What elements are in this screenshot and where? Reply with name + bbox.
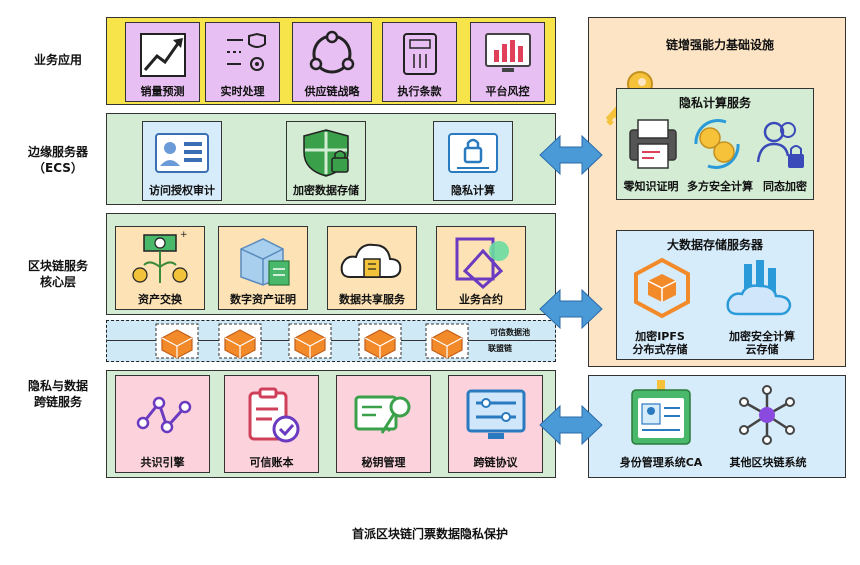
chain-node-icon	[155, 323, 199, 359]
hub-network-icon[interactable]	[734, 382, 800, 448]
app-card-label: 平台风控	[485, 85, 530, 98]
clipboard-check-icon	[248, 387, 299, 443]
key-document-icon	[354, 395, 410, 434]
chain-label-consortium: 联盟链	[488, 344, 512, 353]
ipfs-cube-icon[interactable]	[630, 256, 694, 320]
ecs-card-encrypted-storage[interactable]: 加密数据存储	[286, 121, 366, 201]
storage-item-cloud: 加密安全计算 云存储	[729, 330, 795, 356]
double-arrow-icon	[539, 134, 603, 176]
double-arrow-icon	[539, 288, 603, 330]
core-card-asset-exchange[interactable]: + 资产交换	[115, 226, 205, 310]
ecs-card-label: 访问授权审计	[149, 184, 215, 197]
trend-chart-icon	[139, 33, 186, 77]
ecs-card-access-audit[interactable]: 访问授权审计	[142, 121, 222, 201]
app-card-label: 实时处理	[220, 85, 265, 98]
app-card-label: 供应链战略	[304, 85, 360, 98]
privacy-title: 隐私计算服务	[678, 96, 751, 110]
ca-label: 身份管理系统CA	[619, 456, 703, 469]
cloud-building-icon	[340, 243, 402, 278]
app-card-label: 销量预测	[140, 85, 185, 98]
ecs-card-label: 隐私计算	[451, 184, 495, 197]
chain-node-icon	[218, 323, 262, 359]
row-label-cross: 隐私与数据 跨链服务	[27, 379, 88, 409]
storage-title: 大数据存储服务器	[666, 238, 763, 252]
core-card-business-contract[interactable]: 业务合约	[436, 226, 526, 310]
app-card-contract-terms[interactable]: 执行条款	[382, 22, 457, 102]
monitor-sliders-icon	[466, 389, 525, 439]
cross-card-label: 可信账本	[249, 456, 294, 469]
app-card-sales-forecast[interactable]: 销量预测	[125, 22, 200, 102]
core-card-digital-asset-proof[interactable]: 数字资产证明	[218, 226, 308, 310]
cross-card-consensus-engine[interactable]: 共识引擎	[115, 375, 210, 473]
lock-screen-icon	[448, 133, 498, 173]
app-card-realtime[interactable]: 实时处理	[205, 22, 280, 102]
app-card-label: 执行条款	[397, 85, 442, 98]
money-plant-icon: +	[132, 230, 188, 283]
shield-lock-icon	[303, 129, 349, 177]
box-document-icon	[240, 238, 290, 286]
id-badge-icon[interactable]	[626, 378, 696, 450]
app-card-supply-chain[interactable]: 供应链战略	[292, 22, 372, 102]
app-card-risk-control[interactable]: 平台风控	[470, 22, 545, 102]
chain-node-icon	[288, 323, 332, 359]
row-label-ecs: 边缘服务器 （ECS）	[27, 145, 88, 175]
printer-doc-icon[interactable]	[624, 116, 682, 172]
cross-card-label: 共识引擎	[140, 456, 185, 469]
other-chain-label: 其他区块链系统	[729, 456, 807, 469]
diagram-caption: 首派区块链门票数据隐私保护	[351, 527, 508, 541]
settings-sliders-icon	[226, 32, 266, 71]
core-card-label: 数字资产证明	[230, 293, 296, 306]
cross-card-label: 秘钥管理	[361, 456, 406, 469]
users-lock-icon[interactable]	[752, 116, 810, 172]
row-label-core: 区块链服务 核心层	[27, 259, 88, 289]
privacy-item-zkp: 零知识证明	[623, 180, 679, 193]
core-card-label: 数据共享服务	[339, 293, 405, 306]
cross-card-cross-chain-protocol[interactable]: 跨链协议	[448, 375, 543, 473]
cloud-storage-icon[interactable]	[724, 256, 798, 320]
cross-card-trusted-ledger[interactable]: 可信账本	[224, 375, 319, 473]
infra-title: 链增强能力基础设施	[665, 38, 774, 52]
chain-nodes	[155, 323, 469, 359]
graph-nodes-icon	[136, 396, 191, 434]
double-arrow-icon	[539, 404, 603, 446]
network-nodes-icon	[309, 30, 355, 74]
ca-panel	[588, 375, 846, 478]
core-card-label: 业务合约	[459, 293, 503, 306]
cross-card-key-management[interactable]: 秘钥管理	[336, 375, 431, 473]
privacy-item-he: 同态加密	[763, 180, 807, 193]
core-card-label: 资产交换	[138, 293, 182, 306]
privacy-item-mpc: 多方安全计算	[687, 180, 753, 193]
svg-text:+: +	[180, 230, 188, 240]
coins-cycle-icon[interactable]	[686, 114, 748, 174]
ecs-card-label: 加密数据存储	[293, 184, 359, 197]
chain-label-trusted-pool: 可信数据池	[490, 328, 530, 337]
ecs-card-privacy-compute[interactable]: 隐私计算	[433, 121, 513, 201]
chain-node-icon	[425, 323, 469, 359]
card-machine-icon	[402, 33, 437, 75]
monitor-chart-icon	[484, 33, 531, 72]
chain-node-icon	[358, 323, 402, 359]
id-card-icon	[155, 133, 209, 173]
geometric-shapes-icon	[455, 237, 509, 290]
row-label-app: 业务应用	[33, 53, 82, 67]
cross-card-label: 跨链协议	[473, 456, 518, 469]
storage-item-ipfs: 加密IPFS 分布式存储	[632, 330, 688, 356]
core-card-data-sharing[interactable]: 数据共享服务	[327, 226, 417, 310]
